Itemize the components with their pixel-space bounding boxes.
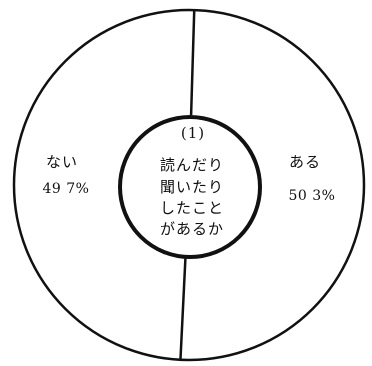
center-number: (1) [181, 124, 205, 142]
slice-value-aru: 50 3% [289, 188, 336, 204]
center-line-4: があるか [160, 220, 224, 238]
center-line-1: 読んだり [160, 156, 224, 174]
center-circle [118, 115, 262, 259]
center-line-3: したこと [160, 199, 224, 217]
slice-value-nai: 49 7% [43, 181, 90, 197]
slice-layer [179, 10, 196, 360]
slice-label-aru: ある [289, 153, 321, 171]
center-line-2: 聞いたり [160, 178, 224, 196]
slice-boundary-2 [179, 254, 187, 360]
slice-boundary-1 [189, 10, 196, 116]
slice-label-nai: ない [46, 153, 78, 171]
